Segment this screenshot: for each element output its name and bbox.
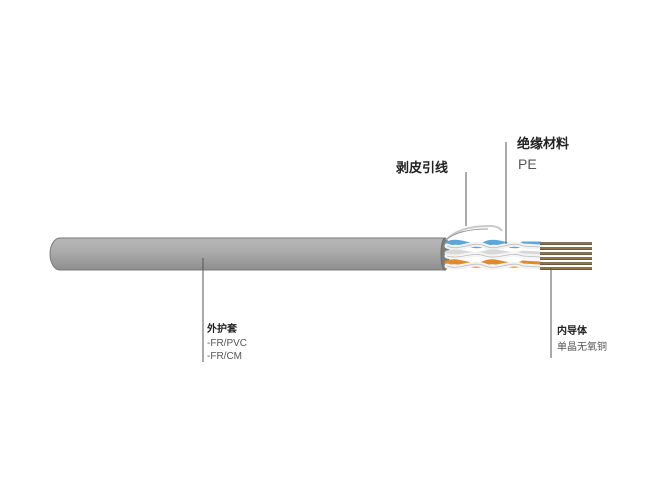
twisted-pairs	[444, 239, 543, 270]
strip-cord-label: 剥皮引线	[396, 161, 449, 176]
conductor-title: 内导体	[557, 326, 587, 337]
copper-conductors	[540, 242, 592, 270]
cable-jacket	[49, 237, 450, 271]
leader-lines	[202, 142, 552, 362]
jacket-option-1: -FR/PVC	[207, 338, 247, 349]
insulation-value: PE	[518, 156, 537, 172]
jacket-option-2: -FR/CM	[207, 351, 242, 362]
insulation-title: 绝缘材料	[517, 137, 570, 152]
conductor-value: 单晶无氧铜	[557, 342, 607, 353]
strip-cord	[445, 224, 503, 241]
jacket-title: 外护套	[207, 324, 237, 335]
